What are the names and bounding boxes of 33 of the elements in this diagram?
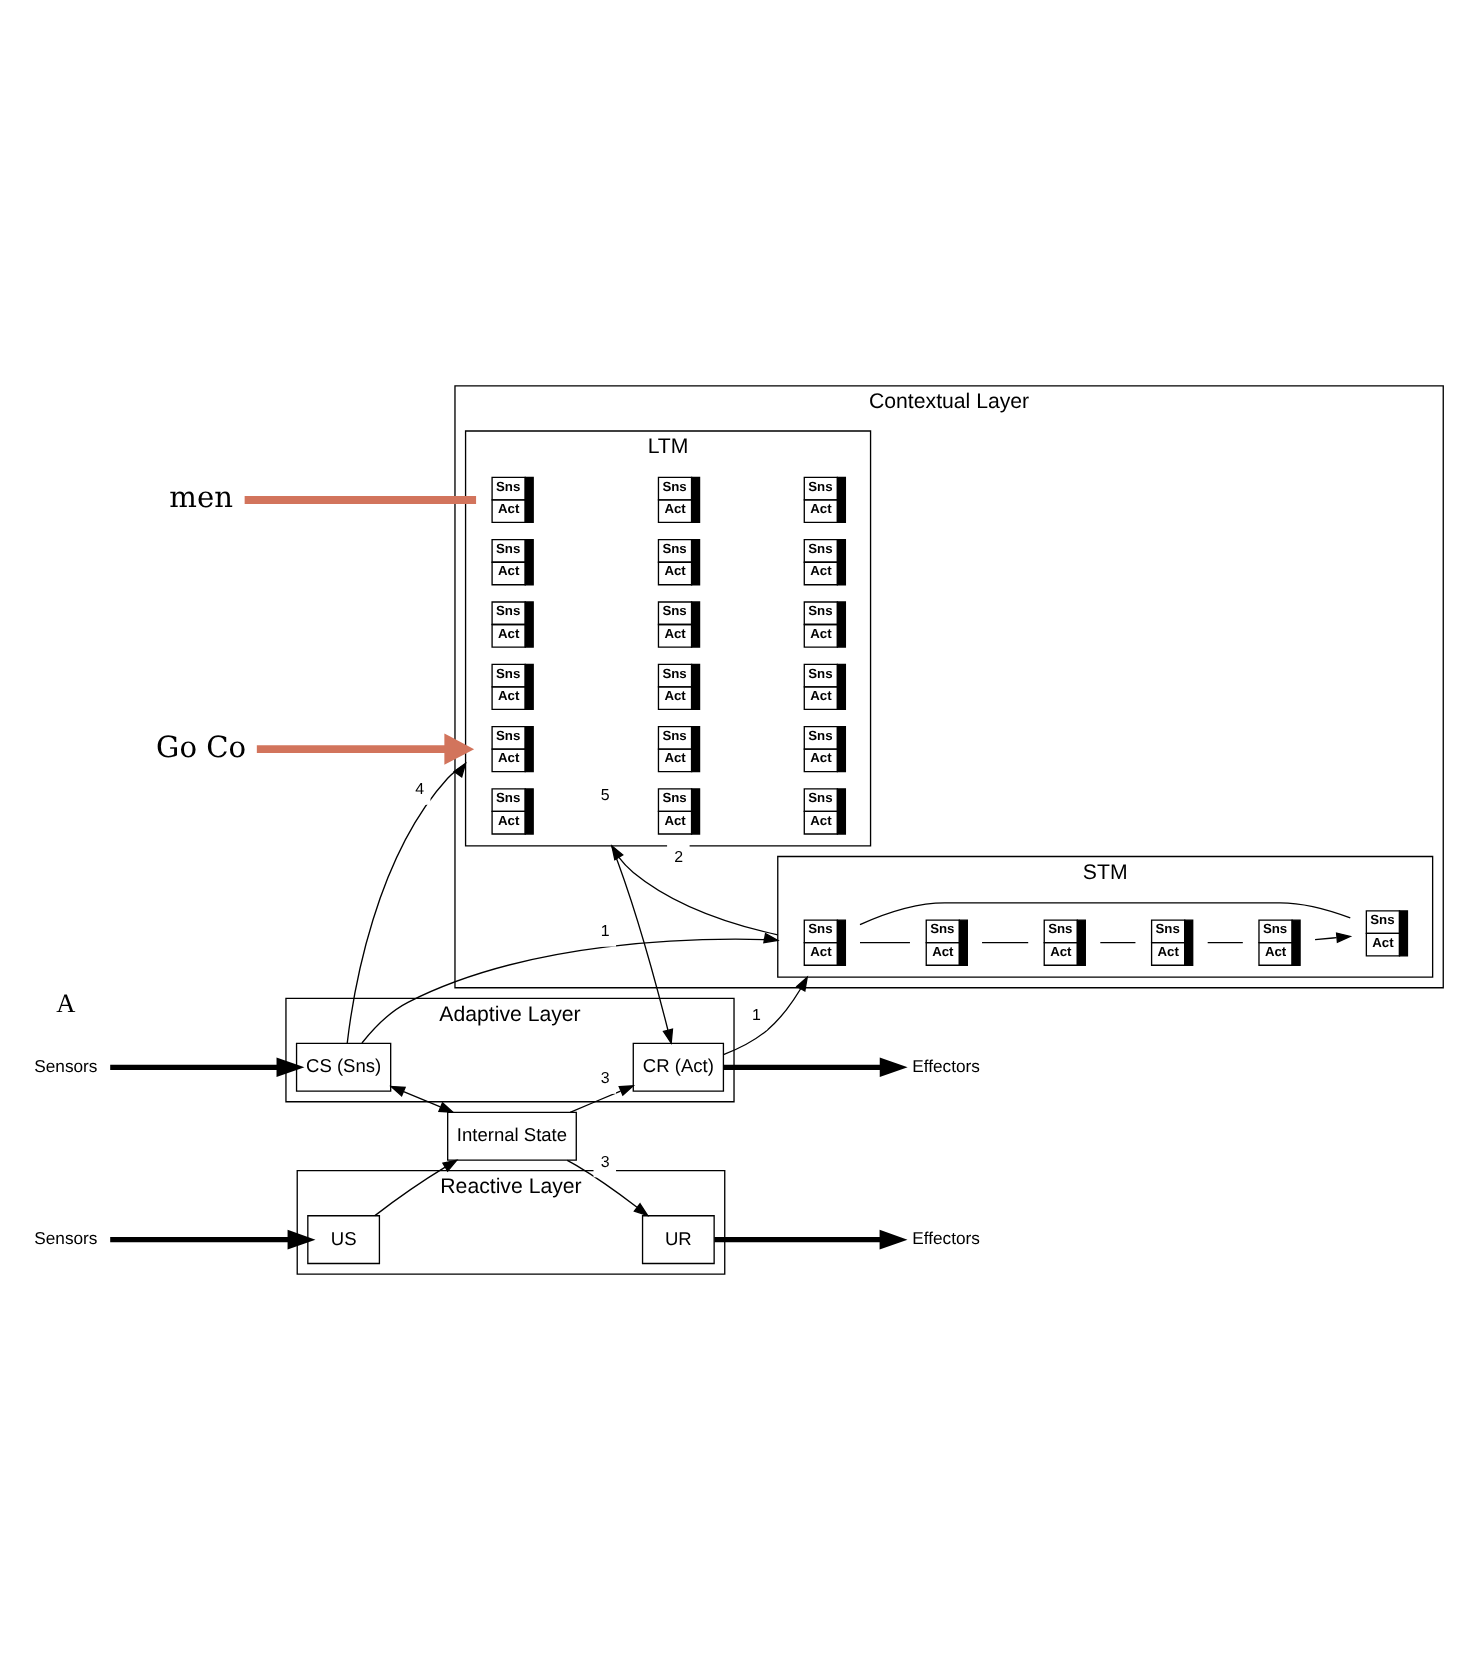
arrow [611,845,674,1046]
arrow [110,1057,305,1078]
label: A [56,987,76,1018]
node-text: Sensors [34,1228,98,1249]
arrow [714,1229,908,1250]
node-text: Effectors [912,1055,980,1076]
arrow [389,1085,455,1113]
arrow [723,1057,908,1078]
connector [859,902,1351,926]
node-text: Sensors [34,1055,98,1076]
arrow [722,975,809,1056]
node-text: Effectors [912,1228,980,1249]
arrow [610,844,779,936]
arrow [566,1159,650,1217]
connector [859,942,911,944]
arrow [346,761,467,1044]
connector [1099,942,1137,944]
arrow [374,1159,459,1217]
connector [981,942,1029,944]
node-box: CS (Sns) [295,1042,392,1092]
node-box: US [307,1215,381,1265]
connector [1207,942,1244,944]
arrow [110,1229,316,1250]
arrow [256,733,475,765]
arrow [1314,932,1353,944]
node-box: UR [641,1215,715,1265]
node-box: Internal State [447,1111,577,1161]
arrow [361,932,780,1044]
connector [244,495,477,504]
node-text: men [169,481,233,516]
node-box: CR (Act) [632,1042,725,1092]
arrow [569,1084,636,1113]
node-text: Go Co [156,730,247,765]
